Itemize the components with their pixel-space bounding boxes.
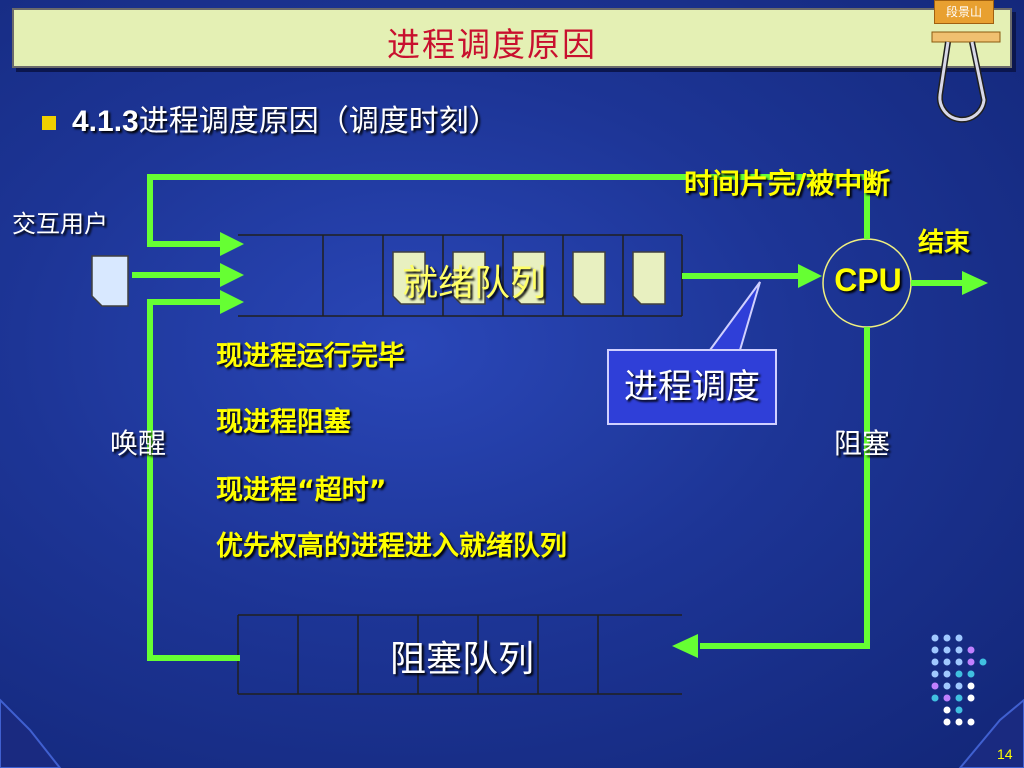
corner-decoration-right [958,698,1024,768]
user-process-icon [91,255,129,307]
reason-item: 现进程“超时” [216,475,387,506]
label-timeslice: 时间片完/被中断 [684,167,891,200]
label-ready-queue: 就绪队列 [402,263,547,304]
section-heading-text: 进程调度原因（调度时刻） [138,104,499,139]
corner-decoration-left [0,698,62,768]
author-tag: 段景山 [934,0,994,24]
ready-queue-grid [238,234,683,317]
reason-item: 现进程阻塞 [216,407,351,438]
label-blocked-queue: 阻塞队列 [390,639,535,680]
section-number: 4.1.3 [72,105,139,138]
callout-pointer [708,281,761,351]
page-number: 14 [997,746,1013,762]
section-heading: 4.1.3进程调度原因（调度时刻） [72,96,499,140]
reason-item: 现进程运行完毕 [216,341,405,372]
label-block: 阻塞 [834,427,891,460]
scheduler-callout: 进程调度 [607,349,777,425]
label-cpu: CPU [834,262,902,298]
flow-arrows [132,174,964,661]
blocked-queue-grid [237,614,682,695]
label-end: 结束 [918,228,971,258]
arrowheads [220,232,988,658]
title-bar: 进程调度原因 [12,8,1012,68]
process-doc-icons [392,251,666,305]
reason-item: 优先权高的进程进入就绪队列 [216,531,567,562]
label-interactive-user: 交互用户 [12,210,108,238]
binder-clip-icon [931,31,1001,123]
label-wakeup: 唤醒 [110,427,167,460]
bullet-icon [42,116,56,130]
slide-title: 进程调度原因 [387,25,597,64]
decorative-dots-icon [931,634,987,726]
